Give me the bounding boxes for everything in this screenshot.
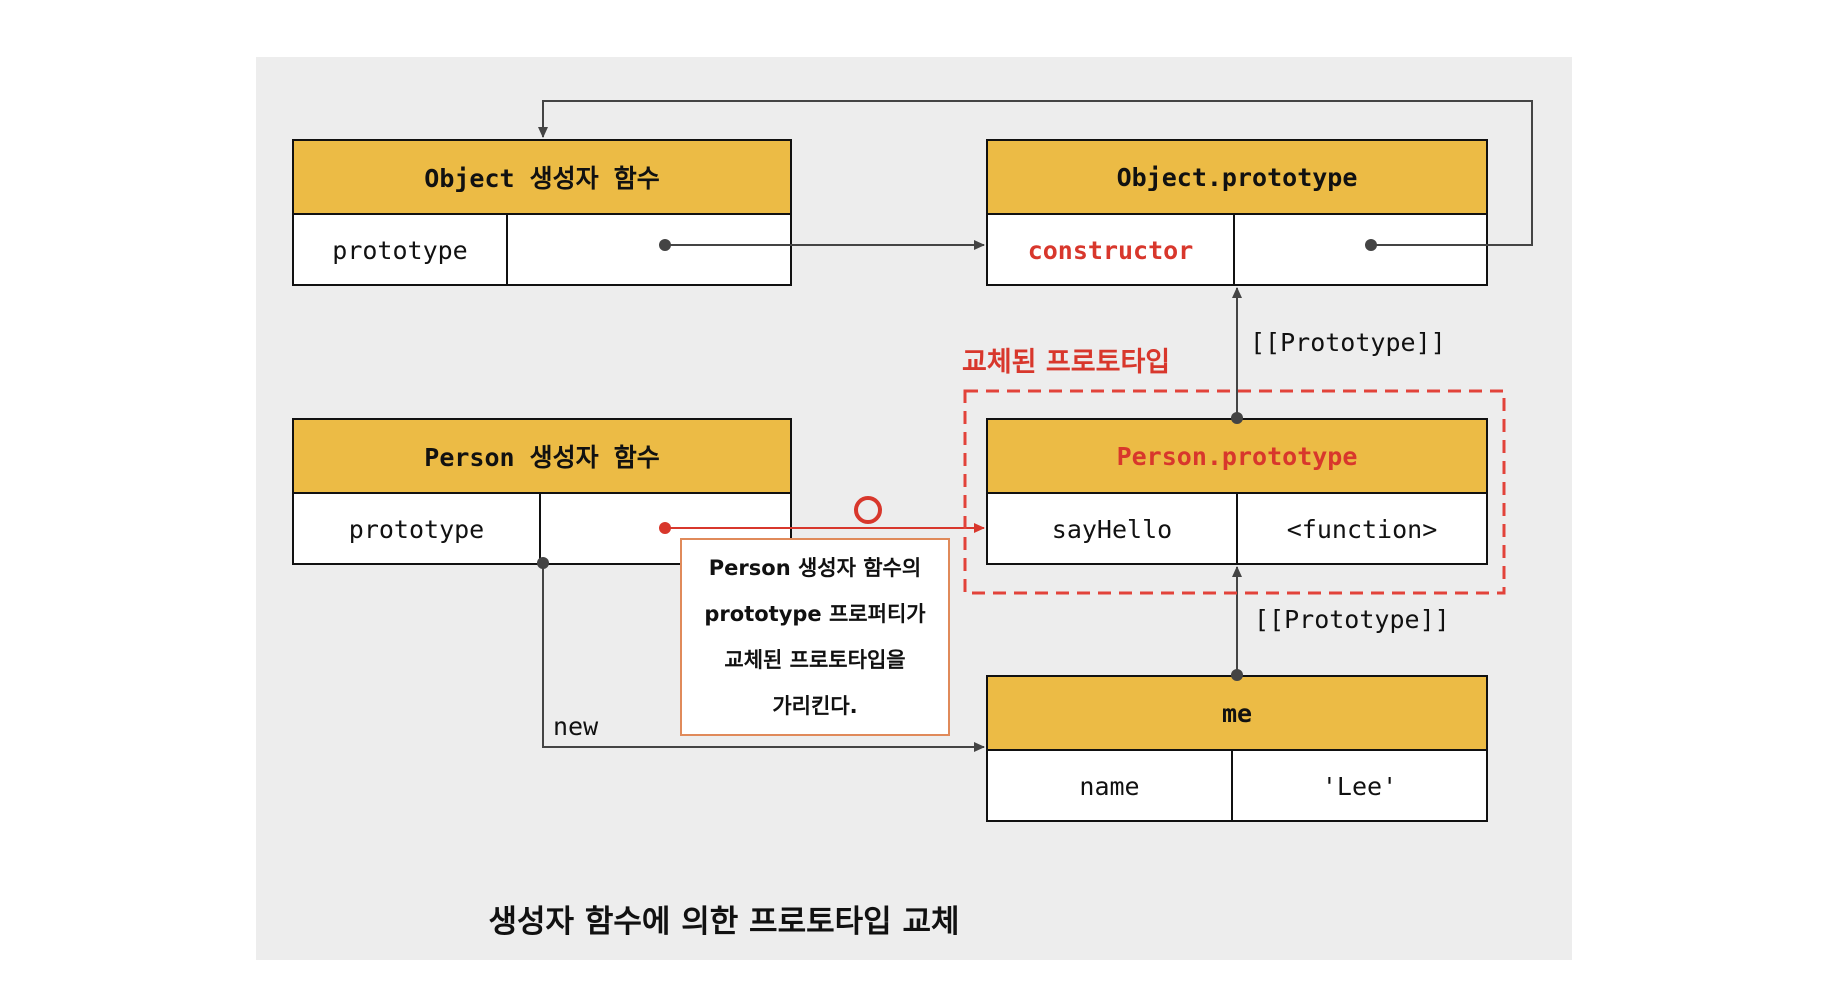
object-prototype-box: Object.prototype constructor [986,139,1488,286]
object-constructor-prototype-key: prototype [294,215,508,286]
me-name-key: name [988,751,1233,822]
prototype-link-label-2: [[Prototype]] [1254,605,1450,634]
callout-line-1: Person 생성자 함수의 [708,556,922,580]
prototype-link-label-1: [[Prototype]] [1250,328,1446,357]
person-constructor-title: Person 생성자 함수 [294,420,790,494]
person-prototype-title: Person.prototype [988,420,1486,494]
callout-line-3: 교체된 프로토타입을 [724,648,906,672]
callout-box: Person 생성자 함수의 prototype 프로퍼티가 교체된 프로토타입… [680,538,950,736]
me-box: me name 'Lee' [986,675,1488,822]
object-prototype-title: Object.prototype [988,141,1486,215]
person-prototype-sayhello-key: sayHello [988,494,1238,565]
object-prototype-constructor-key: constructor [988,215,1235,286]
object-constructor-prototype-value [508,215,790,286]
callout-line-4: 가리킨다. [772,694,858,718]
new-label: new [553,712,599,741]
figure-caption-wrap: 생성자 함수에 의한 프로토타입 교체 [256,896,1572,941]
me-name-value: 'Lee' [1321,772,1398,801]
person-prototype-sayhello-value: <function> [1286,515,1438,544]
person-constructor-prototype-key: prototype [294,494,541,565]
me-title: me [988,677,1486,751]
object-constructor-box: Object 생성자 함수 prototype [292,139,792,286]
object-prototype-constructor-value [1235,215,1486,286]
person-prototype-box: Person.prototype sayHello <function> [986,418,1488,565]
person-constructor-box: Person 생성자 함수 prototype [292,418,792,565]
callout-line-2: prototype 프로퍼티가 [704,602,926,626]
figure-caption: 생성자 함수에 의한 프로토타입 교체 [488,904,960,940]
object-constructor-title: Object 생성자 함수 [294,141,790,215]
replaced-prototype-label: 교체된 프로토타입 [962,347,1171,378]
